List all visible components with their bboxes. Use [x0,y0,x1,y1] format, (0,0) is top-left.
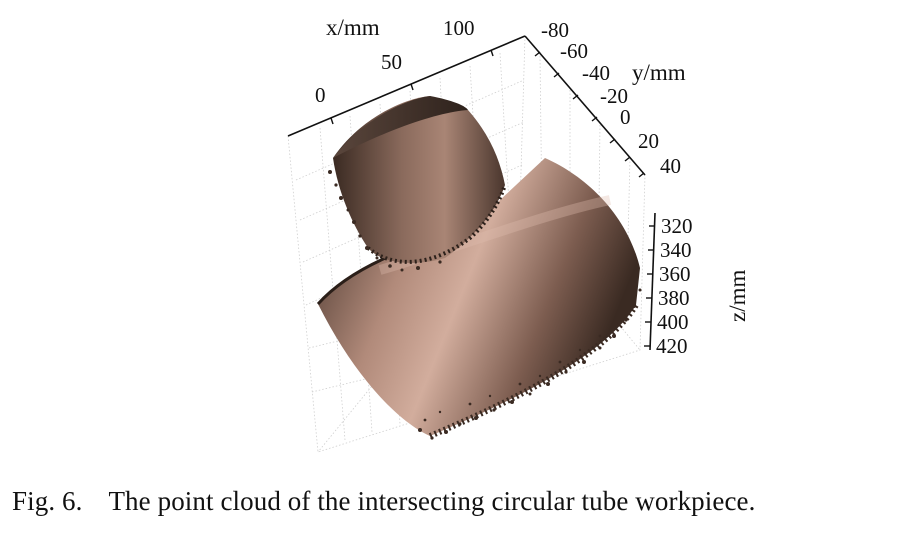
figure-caption-text: The point cloud of the intersecting circ… [108,486,756,516]
branch-pipe-surface [333,96,507,264]
y-tick-40: 40 [660,154,681,178]
z-axis-ticks [644,225,655,347]
y-tick-0: 0 [620,105,631,129]
y-tick-neg20: -20 [600,84,628,108]
x-tick-100: 100 [443,16,475,40]
figure-label: Fig. 6. [12,486,83,516]
z-tick-320: 320 [661,214,693,238]
x-tick-0: 0 [315,83,326,107]
axes [287,35,656,351]
x-tick-50: 50 [381,50,402,74]
speckle-points [328,170,642,440]
z-axis-title: z/mm [725,270,750,322]
x-axis-title: x/mm [326,15,380,40]
y-axis-ticks [534,51,645,178]
z-tick-380: 380 [658,286,690,310]
z-tick-360: 360 [659,262,691,286]
figure-caption: Fig. 6. The point cloud of the intersecti… [12,486,912,517]
x-axis-ticks [330,49,494,125]
z-tick-420: 420 [656,334,688,358]
y-tick-neg40: -40 [582,61,610,85]
z-tick-400: 400 [657,310,689,334]
point-cloud-figure: 0 50 100 x/mm -80 -60 -40 -20 0 20 40 y/… [287,15,750,453]
z-tick-340: 340 [660,238,692,262]
y-axis-title: y/mm [632,60,686,85]
y-tick-20: 20 [638,129,659,153]
y-tick-neg60: -60 [560,39,588,63]
y-tick-neg80: -80 [541,18,569,42]
